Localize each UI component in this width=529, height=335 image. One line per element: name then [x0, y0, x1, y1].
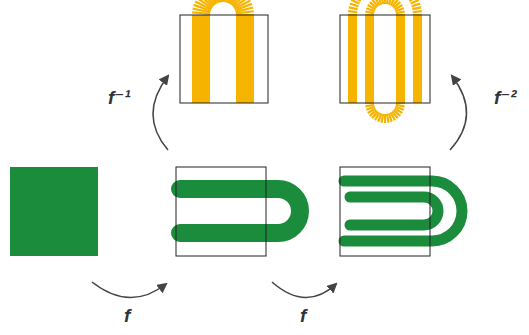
map-label: f⁻²	[494, 88, 517, 109]
fold-ray	[350, 4, 359, 7]
fold-ray	[387, 114, 389, 123]
inverse-arrow	[153, 76, 168, 150]
preimage-strip	[396, 15, 405, 103]
horseshoe	[180, 189, 300, 233]
fold-ray	[349, 7, 358, 9]
fold-ray	[226, 0, 230, 2]
fold-ray	[382, 114, 384, 123]
map-arrow	[92, 282, 166, 298]
fold-ray	[351, 0, 359, 4]
fold-ray	[384, 114, 386, 123]
fold-rays	[192, 0, 254, 15]
fold-ray	[396, 12, 405, 14]
fold-ray	[387, 0, 389, 4]
map-label: f	[300, 306, 306, 327]
fold-ray	[409, 0, 417, 1]
unit-square	[10, 167, 98, 256]
square-outline	[340, 167, 430, 256]
fold-ray	[348, 10, 357, 13]
inverse-arrow	[450, 76, 467, 150]
fold-ray	[224, 0, 226, 2]
fold-ray	[389, 113, 392, 121]
double-horseshoe-outer	[344, 181, 462, 241]
preimage-strip	[348, 15, 357, 103]
fold-ray	[413, 10, 422, 13]
fold-ray	[396, 105, 405, 107]
fold-rays	[348, 0, 422, 123]
fold-ray	[365, 12, 374, 14]
fold-ray	[229, 0, 237, 3]
fold-ray	[389, 0, 392, 5]
map-arrow	[272, 282, 336, 298]
preimage-strip	[365, 15, 374, 103]
map-label: f	[124, 306, 130, 327]
square-outline	[180, 15, 268, 103]
preimage-strip	[413, 15, 422, 103]
map-label: f⁻¹	[108, 88, 131, 109]
fold-ray	[384, 0, 386, 4]
fold-ray	[412, 7, 421, 9]
fold-ray	[366, 8, 374, 11]
fold-ray	[230, 0, 240, 4]
preimage-strip	[192, 15, 210, 103]
double-horseshoe-inner	[350, 197, 438, 225]
fold-ray	[192, 12, 210, 14]
fold-ray	[365, 105, 374, 107]
fold-ray	[366, 107, 374, 110]
square-outline	[340, 15, 430, 103]
square-outline	[176, 167, 266, 256]
preimage-strip	[236, 15, 254, 103]
fold-ray	[227, 0, 233, 3]
fold-ray	[412, 4, 421, 7]
